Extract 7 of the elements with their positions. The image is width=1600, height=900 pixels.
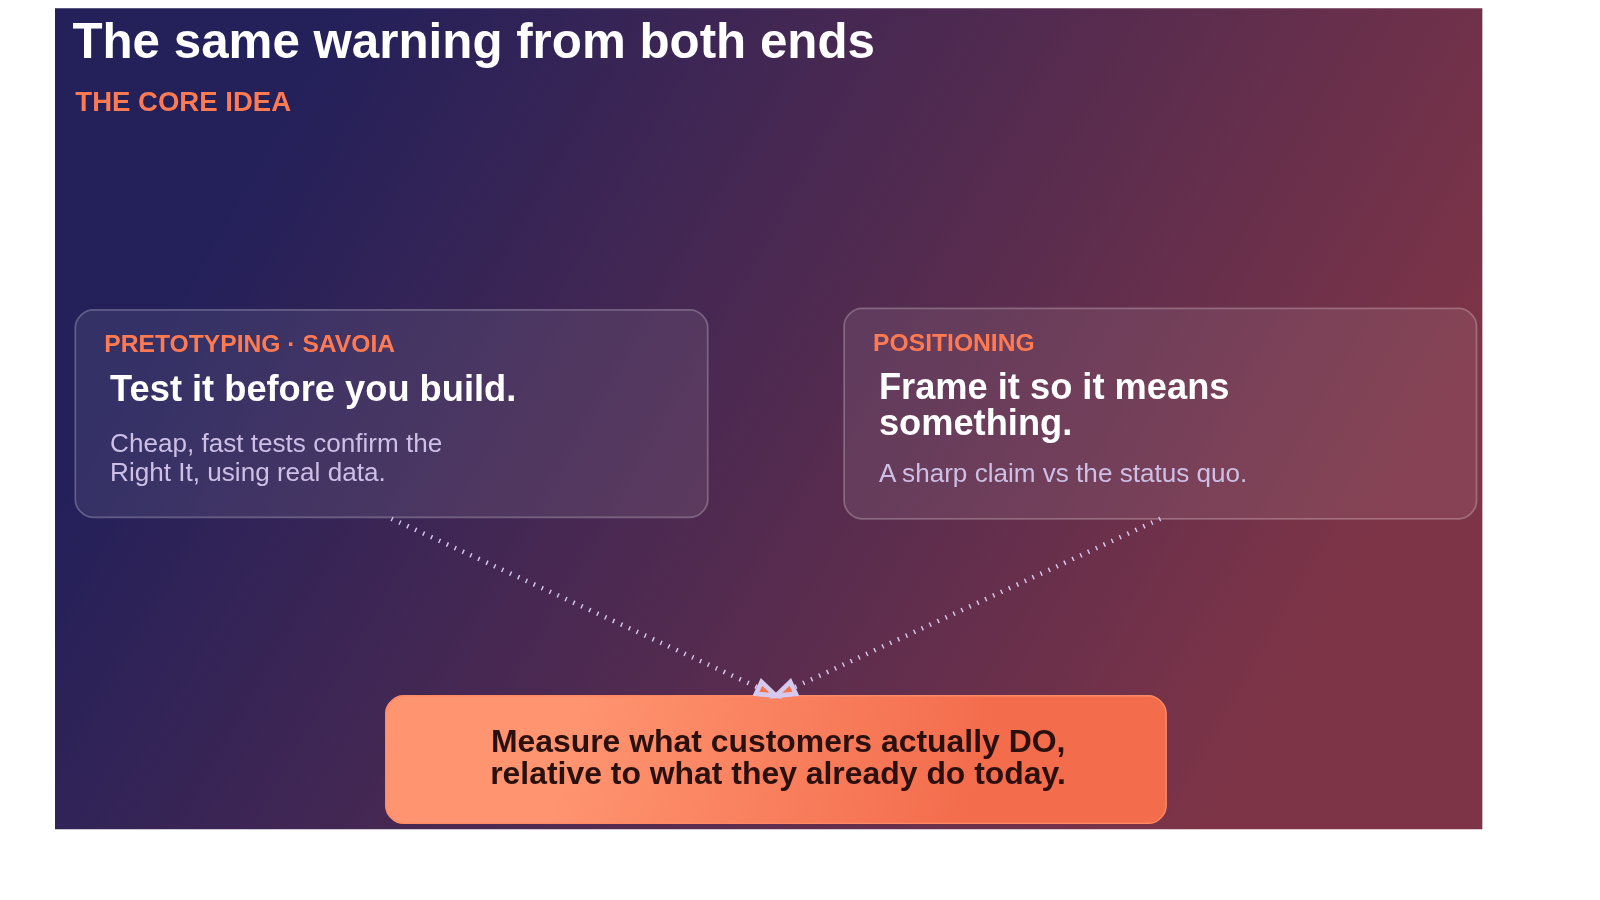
node-box: Measure what customers actually DO, relative to what they already do today. xyxy=(385,695,1167,825)
label: THE CORE IDEA xyxy=(75,86,292,118)
diagram-title: The same warning from both ends xyxy=(72,12,875,68)
arrow xyxy=(390,516,783,699)
node-box: POSITIONING Frame it so it means something. A sharp claim vs the status quo. xyxy=(843,307,1478,520)
node-box: PRETOTYPING · SAVOIA Test it before you build. Cheap, fast tests confirm the Right It, using real data. xyxy=(74,309,709,519)
arrow xyxy=(769,516,1162,699)
